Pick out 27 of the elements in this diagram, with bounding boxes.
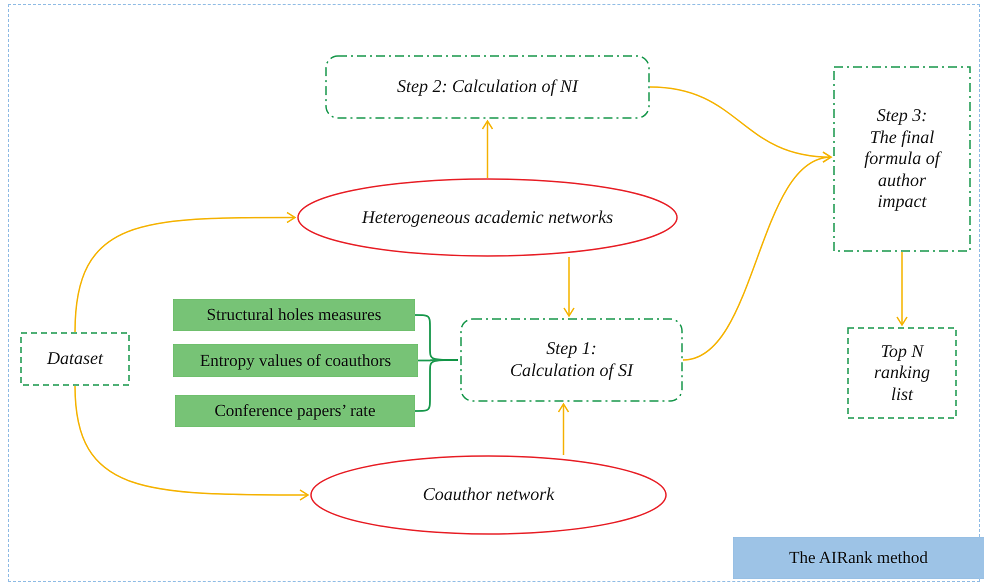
node-text: Top N ranking list: [873, 340, 931, 406]
step-box: [460, 318, 683, 402]
measure-label-block: Structural holes measures: [173, 299, 415, 331]
node-text: Step 3:: [876, 105, 928, 127]
step-box: [833, 66, 971, 252]
node-text: Heterogeneous academic networks: [362, 206, 614, 228]
arrow: [563, 257, 575, 317]
data-box: [20, 332, 130, 386]
measure-label-block: Conference papers’ rate: [175, 395, 415, 427]
arrow: [74, 212, 296, 332]
arrow: [896, 252, 908, 326]
arrow: [558, 403, 570, 455]
node-text: Step 2: Calculation of NI: [397, 76, 578, 98]
network-ellipse: [310, 455, 667, 535]
arrow: [74, 386, 309, 501]
arrow: [682, 153, 832, 361]
measure-label-block: Entropy values of coauthors: [173, 344, 418, 377]
step-box: [325, 55, 650, 119]
node-text: Step 1:: [546, 338, 597, 360]
arrow: [482, 120, 494, 178]
node-text: The final formula of author impact: [863, 126, 943, 213]
network-ellipse: [297, 178, 678, 257]
method-banner: The AIRank method: [733, 537, 984, 579]
node-text: Calculation of SI: [510, 360, 633, 382]
node-text: Dataset: [47, 348, 103, 370]
node-text: Coauthor network: [422, 484, 554, 506]
data-box: [847, 327, 957, 419]
